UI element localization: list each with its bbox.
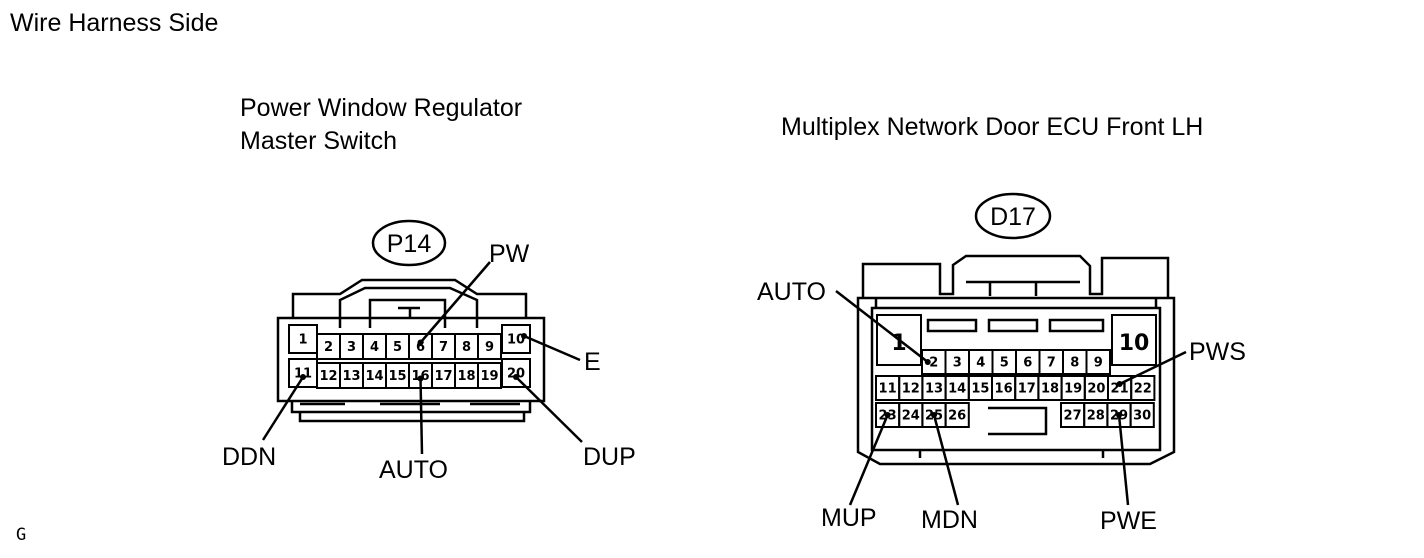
- leader-d17-auto-dot: [924, 359, 931, 365]
- d17-pin-label: 18: [1041, 382, 1059, 397]
- d17-pin-label: 30: [1133, 409, 1151, 424]
- d17-pin-label: 28: [1087, 409, 1105, 424]
- signal-leader-lines: [261, 261, 1187, 506]
- p14-pin-label: 18: [457, 369, 475, 384]
- d17-pin-label: 21: [1111, 382, 1129, 397]
- p14-signal-e: E: [584, 348, 601, 376]
- d17-pin-label: 8: [1070, 356, 1079, 371]
- p14-pin-label: 7: [439, 340, 448, 355]
- d17-pin-label: 19: [1064, 382, 1082, 397]
- leader-d17-mdn: [932, 414, 960, 506]
- p14-pin-label: 14: [365, 369, 383, 384]
- leader-p14-ddn-dot: [300, 374, 306, 380]
- leader-p14-e-dot: [521, 333, 527, 339]
- d17-pin-label: 2: [929, 356, 938, 371]
- d17-pin-label: 17: [1018, 382, 1036, 397]
- d17-connector-body: [856, 192, 1176, 466]
- leader-d17-mup-dot: [884, 412, 891, 418]
- p14-signal-auto: AUTO: [379, 456, 448, 484]
- d17-pin-30: [1129, 402, 1155, 428]
- p14-pin-label: 17: [434, 369, 452, 384]
- p14-signal-dup: DUP: [583, 443, 636, 471]
- d17-pin-label: 3: [953, 356, 962, 371]
- leader-d17-auto: [835, 290, 929, 363]
- leader-d17-pws: [1119, 350, 1187, 386]
- leader-p14-pw: [419, 261, 491, 344]
- leader-p14-dup-dot: [513, 374, 519, 380]
- p14-title-line2: Master Switch: [240, 127, 397, 155]
- p14-signal-pw: PW: [489, 240, 530, 268]
- d17-pin-label: 15: [971, 382, 989, 397]
- footer-code: G: [16, 525, 27, 545]
- d17-pin-label: 26: [948, 409, 966, 424]
- p14-title-line1: Power Window Regulator: [240, 94, 523, 122]
- p14-connector-id: P14: [387, 230, 432, 258]
- p14-pin-20: [501, 358, 531, 388]
- d17-pin-grid: 1102345678911121314151617181920212223242…: [875, 314, 1157, 428]
- leader-d17-mdn-dot: [931, 412, 937, 418]
- p14-pin-label: 19: [480, 369, 498, 384]
- leader-p14-auto: [419, 378, 424, 455]
- leader-p14-auto-dot: [417, 375, 424, 382]
- p14-pin-label: 9: [485, 340, 494, 355]
- leader-d17-pws-dot: [1116, 381, 1123, 387]
- d17-title: Multiplex Network Door ECU Front LH: [781, 113, 1204, 141]
- leader-p14-pw-dot: [417, 339, 424, 346]
- p14-pin-label: 15: [388, 369, 406, 384]
- p14-pin-label: 10: [507, 333, 525, 348]
- d17-pin-label: 14: [948, 382, 966, 397]
- p14-pin-label: 12: [319, 369, 337, 384]
- d17-pin-label: 10: [1119, 331, 1150, 356]
- d17-pin-label: 13: [925, 382, 943, 397]
- d17-pin-label: 5: [1000, 356, 1009, 371]
- d17-pin-label: 4: [976, 356, 985, 371]
- d17-pin-label: 6: [1023, 356, 1032, 371]
- d17-pin-22: [1130, 375, 1156, 401]
- signal-pin-dots: [300, 333, 1123, 418]
- p14-pin-label: 3: [347, 340, 356, 355]
- d17-pin-label: 27: [1064, 409, 1082, 424]
- d17-pin-10: [1111, 314, 1157, 366]
- d17-pin-label: 22: [1134, 382, 1152, 397]
- d17-connector-id: D17: [990, 203, 1036, 231]
- page-title: Wire Harness Side: [10, 9, 219, 37]
- p14-pin-9: [477, 333, 502, 360]
- p14-pin-label: 6: [416, 340, 425, 355]
- d17-pin-label: 16: [995, 382, 1013, 397]
- d17-pin-label: 11: [879, 382, 897, 397]
- leader-d17-pwe: [1117, 414, 1130, 506]
- d17-pin-26: [944, 402, 970, 428]
- d17-pin-1: [876, 314, 922, 366]
- leader-p14-ddn: [261, 376, 305, 441]
- d17-signal-mup: MUP: [821, 504, 877, 532]
- d17-signal-auto: AUTO: [757, 278, 826, 306]
- d17-signal-pws: PWS: [1189, 338, 1246, 366]
- d17-pin-label: 12: [902, 382, 920, 397]
- d17-pin-label: 20: [1087, 382, 1105, 397]
- d17-pin-label: 24: [902, 409, 920, 424]
- p14-pin-label: 1: [298, 333, 307, 348]
- p14-pin-label: 5: [393, 340, 402, 355]
- leader-d17-pwe-dot: [1116, 412, 1122, 418]
- d17-pin-9: [1085, 349, 1111, 375]
- p14-pin-label: 13: [342, 369, 360, 384]
- d17-signal-mdn: MDN: [921, 506, 978, 534]
- d17-pin-label: 9: [1094, 356, 1103, 371]
- p14-pin-label: 4: [370, 340, 379, 355]
- p14-pin-label: 8: [462, 340, 471, 355]
- leader-p14-e: [523, 334, 581, 362]
- d17-pin-label: 7: [1047, 356, 1056, 371]
- leader-p14-dup: [515, 376, 583, 443]
- leader-d17-mup: [848, 414, 889, 506]
- d17-signal-pwe: PWE: [1100, 507, 1157, 535]
- p14-pin-label: 2: [324, 340, 333, 355]
- p14-signal-ddn: DDN: [222, 443, 276, 471]
